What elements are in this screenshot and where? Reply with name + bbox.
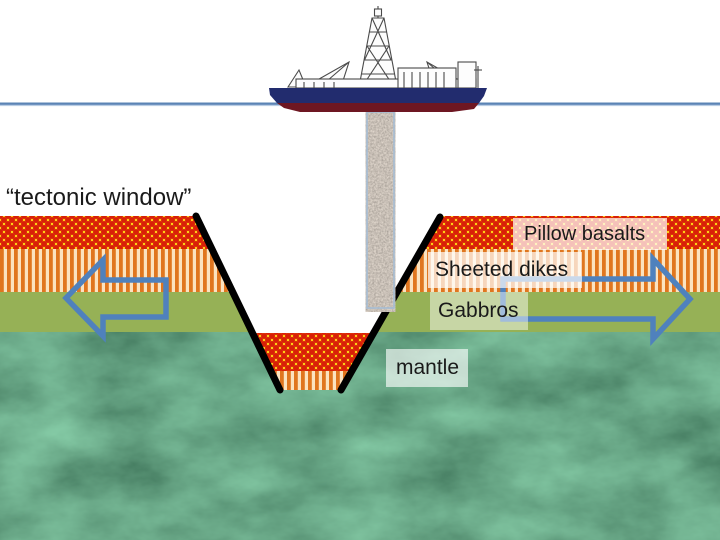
window-fault-line-left — [192, 212, 284, 394]
window-floor-layers — [252, 333, 374, 390]
sheeted-dikes-window-floor — [271, 371, 352, 390]
tectonic-window-label: “tectonic window” — [6, 184, 192, 211]
mantle-layer — [0, 332, 720, 540]
gabbros-layer-left — [0, 292, 252, 332]
drill-ship — [269, 6, 487, 112]
drill-string — [366, 111, 395, 309]
mantle-label: mantle — [386, 349, 468, 387]
pillow-basalts-layer-left — [0, 216, 211, 249]
sheeted-dikes-layer-left — [0, 249, 232, 292]
spreading-arrow-left — [62, 253, 169, 343]
pillow-basalts-label: Pillow basalts — [513, 218, 667, 250]
gabbros-layer-right — [374, 292, 720, 332]
gabbros-label: Gabbros — [430, 292, 528, 330]
spreading-arrow-right — [500, 251, 694, 347]
pillow-basalts-window-floor — [252, 333, 374, 371]
sheeted-dikes-label: Sheeted dikes — [428, 252, 582, 288]
left-crust-block — [0, 216, 252, 332]
